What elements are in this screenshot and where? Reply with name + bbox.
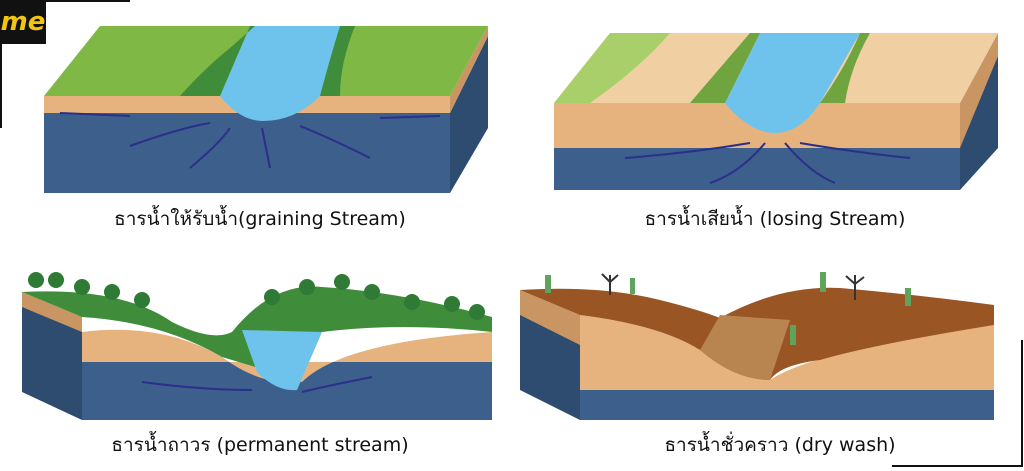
tree — [334, 274, 350, 290]
frame-line-top — [46, 0, 130, 2]
riverbank-right — [320, 26, 355, 96]
flow-arrow — [709, 142, 766, 184]
tree — [74, 279, 90, 295]
cactus — [630, 278, 635, 294]
bedrock-front — [580, 390, 994, 420]
water-table-arrow — [59, 112, 131, 117]
soil-side — [520, 290, 580, 345]
tree — [134, 292, 150, 308]
flow-arrow — [129, 122, 211, 147]
dry-streambed — [700, 315, 790, 380]
tree — [364, 284, 380, 300]
bedrock-front — [44, 113, 450, 193]
bedrock-side — [450, 36, 488, 193]
tree — [48, 272, 64, 288]
flow-arrow — [624, 142, 751, 159]
soil-side — [22, 292, 82, 332]
tree — [264, 289, 280, 305]
dry-wash-caption: ธารน้ำชั่วคราว (dry wash) — [664, 434, 896, 456]
flow-arrow — [299, 125, 371, 159]
soil-side — [450, 26, 488, 113]
dead-tree — [601, 273, 619, 295]
stream-water — [220, 26, 340, 121]
dead-tree — [845, 275, 865, 300]
cactus — [820, 272, 826, 292]
permanent-stream-diagram — [22, 262, 497, 422]
frame-line-bottom — [892, 465, 1023, 467]
stream-water — [242, 330, 322, 391]
cactus — [790, 325, 796, 345]
riverbank-left — [180, 26, 255, 96]
bedrock-left-side — [22, 300, 82, 420]
gaining-stream-caption: ธารน้ำให้รับน้ำ(graining Stream) — [114, 208, 406, 230]
water-table-arrow — [379, 115, 441, 119]
stream-water — [725, 33, 860, 133]
dry-wash-diagram — [520, 270, 1000, 425]
grass-surface — [22, 286, 492, 372]
soil-layer — [580, 315, 994, 390]
flow-arrow — [189, 127, 231, 169]
riverbank-right — [820, 33, 870, 103]
bedrock-side — [960, 56, 998, 190]
cactus — [905, 288, 911, 306]
bedrock-front — [554, 148, 960, 190]
tree — [404, 294, 420, 310]
tree — [104, 284, 120, 300]
grass-patch — [554, 33, 670, 103]
tree — [28, 272, 44, 288]
frame-line-right — [1021, 340, 1023, 466]
permanent-stream-caption: ธารน้ำถาวร (permanent stream) — [111, 434, 409, 456]
flow-arrow — [799, 142, 911, 159]
riverbank-left — [690, 33, 760, 103]
gaining-stream-diagram — [40, 18, 500, 193]
flow-arrow — [784, 142, 836, 184]
flow-arrow — [261, 127, 271, 169]
soil-side — [960, 33, 998, 148]
losing-stream-caption: ธารน้ำเสียน้ำ (losing Stream) — [644, 208, 906, 230]
tree — [444, 296, 460, 312]
tree — [299, 279, 315, 295]
cactus — [545, 275, 551, 293]
losing-stream-diagram — [550, 28, 1010, 198]
frame-line-left — [0, 44, 2, 128]
soil-layer — [82, 329, 492, 383]
tree — [469, 304, 485, 320]
brand-logo: me — [0, 0, 46, 44]
flow-arrow — [141, 381, 253, 391]
flow-arrow — [301, 376, 373, 393]
